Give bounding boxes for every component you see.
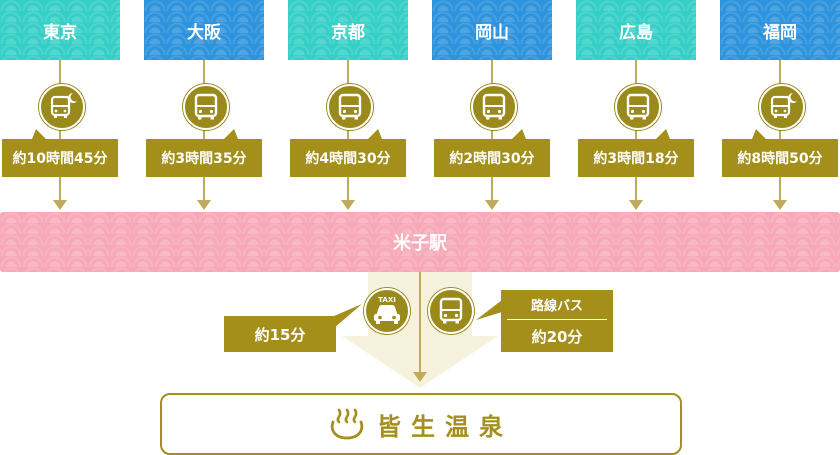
bus-icon [615,84,661,130]
bus-icon [428,288,474,334]
night-bus-icon [759,84,805,130]
duration-badge-osaka: 約3時間35分 [146,129,262,177]
duration-label: 約3時間18分 [593,151,679,167]
city-box-okayama: 岡山 [432,0,552,60]
destination-name: 皆生温泉 [377,412,513,441]
city-name: 大阪 [187,22,221,43]
badge-tail [334,304,362,328]
taxi-icon: TAXI [364,288,410,334]
duration-badge-hiroshima: 約3時間18分 [578,129,694,177]
taxi-icon-label: TAXI [378,296,396,304]
arrowhead-station [413,372,427,382]
badge-tail [752,129,766,139]
city-box-osaka: 大阪 [144,0,264,60]
duration-label: 約20分 [531,327,583,346]
bus-icon [183,84,229,130]
arrowhead-osaka [197,200,211,210]
badge-tail [512,129,526,139]
route-bus-badge: 路線バス 約20分 [501,290,613,352]
duration-label: 約3時間35分 [161,151,247,167]
arrowhead-okayama [485,200,499,210]
duration-badge-tokyo: 約10時間45分 [2,129,118,177]
duration-label: 約8時間50分 [737,151,823,167]
arrowhead-tokyo [53,200,67,210]
duration-badge-okayama: 約2時間30分 [434,129,550,177]
duration-label: 約15分 [254,325,306,344]
hot-spring-icon [330,408,364,440]
connector-line-okayama [491,60,493,202]
duration-badge-kyoto: 約4時間30分 [290,129,406,177]
duration-label: 約10時間45分 [12,151,108,167]
city-box-fukuoka: 福岡 [720,0,840,60]
badge-tail [368,129,382,139]
duration-badge-fukuoka: 約8時間50分 [722,129,838,177]
city-box-kyoto: 京都 [288,0,408,60]
city-box-tokyo: 東京 [0,0,120,60]
connector-line-osaka [203,60,205,202]
bus-icon [471,84,517,130]
connector-line-station [419,272,421,375]
connector-line-hiroshima [635,60,637,202]
connector-line-kyoto [347,60,349,202]
arrowhead-fukuoka [773,200,787,210]
duration-label: 約4時間30分 [305,151,391,167]
arrowhead-hiroshima [629,200,643,210]
route-bus-label: 路線バス [507,290,607,320]
badge-tail [476,300,502,320]
city-name: 岡山 [475,22,509,43]
badge-tail [32,129,46,139]
city-name: 京都 [331,22,365,43]
duration-label: 約2時間30分 [449,151,535,167]
station-name: 米子駅 [393,233,447,254]
night-bus-icon [39,84,85,130]
duration-badge-taxi: 約15分 [224,316,336,352]
city-box-hiroshima: 広島 [576,0,696,60]
connector-line-tokyo [59,60,61,202]
station-bar: 米子駅 [0,212,840,272]
arrowhead-kyoto [341,200,355,210]
badge-tail [224,129,238,139]
city-name: 福岡 [763,22,797,43]
city-name: 広島 [619,22,653,43]
connector-line-fukuoka [779,60,781,202]
badge-tail [656,129,670,139]
destination-box: 皆生温泉 [160,393,682,455]
city-name: 東京 [43,22,77,43]
bus-icon [327,84,373,130]
